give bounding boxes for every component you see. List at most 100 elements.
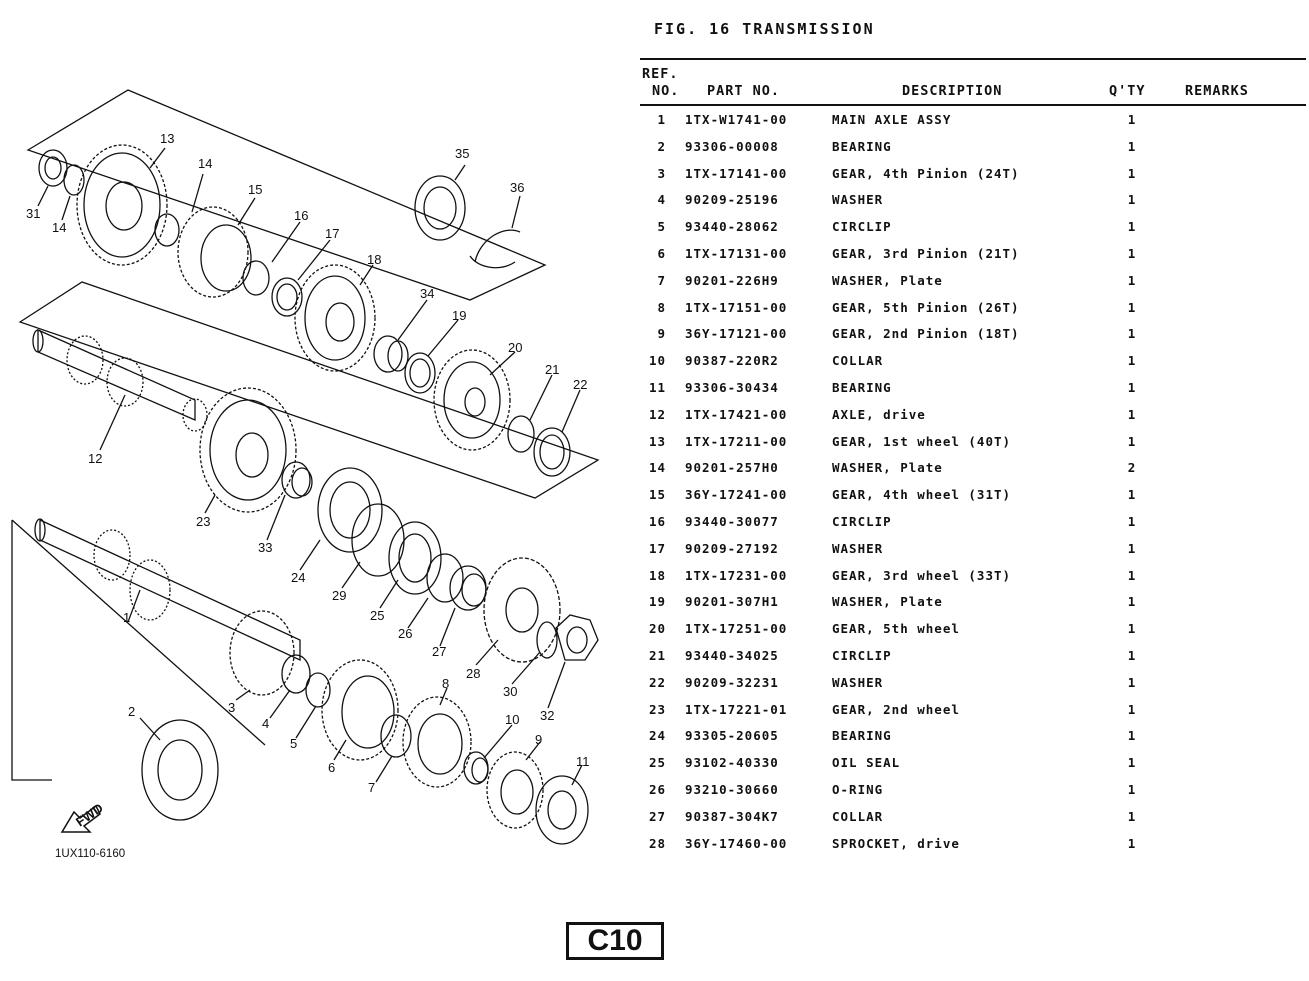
description: GEAR, 5th wheel [832, 621, 960, 637]
callout: 15 [248, 182, 262, 197]
callout: 1 [123, 610, 130, 625]
quantity: 1 [1127, 808, 1137, 824]
part-22-washer [533, 427, 571, 477]
description: GEAR, 5th Pinion (26T) [832, 299, 1020, 315]
description: COLLAR [832, 353, 884, 369]
part-28-sprocket [483, 557, 561, 663]
part-19-washer [404, 352, 436, 394]
part-12-axle [37, 328, 196, 421]
callout: 9 [535, 732, 542, 747]
part-35-bearing [414, 175, 466, 241]
quantity: 1 [1127, 326, 1137, 342]
quantity: 1 [1127, 701, 1137, 717]
description: BEARING [832, 379, 892, 395]
part-5-circlip [305, 672, 331, 708]
part-9-gear [486, 751, 544, 829]
part-31-nut [555, 614, 599, 661]
part-no: 1TX-17221-01 [685, 701, 788, 717]
description: BEARING [832, 138, 892, 154]
quantity: 1 [1127, 219, 1137, 235]
callout: 36 [510, 180, 524, 195]
callout: 34 [420, 286, 434, 301]
parts-table: REF. NO. PART NO. DESCRIPTION Q'TY REMAR… [640, 58, 1306, 856]
ref-no: 22 [648, 674, 666, 690]
ref-no: 4 [657, 192, 666, 208]
quantity: 1 [1127, 433, 1137, 449]
quantity: 1 [1127, 379, 1137, 395]
part-no: 90387-220R2 [685, 353, 779, 369]
part-no: 90209-32231 [685, 674, 779, 690]
callout: 21 [545, 362, 559, 377]
callout: 31 [26, 206, 40, 221]
callout: 28 [466, 666, 480, 681]
part-no: 90201-226H9 [685, 272, 779, 288]
header-ref-1: REF. [642, 66, 679, 82]
quantity: 1 [1127, 755, 1137, 771]
table-row: 13 1TX-17211-00 GEAR, 1st wheel (40T) 1 [640, 428, 1306, 455]
part-30-lockwasher [536, 621, 558, 659]
part-15-gear [177, 206, 249, 298]
table-row: 22 90209-32231 WASHER 1 [640, 669, 1306, 696]
ref-no: 19 [648, 594, 666, 610]
figure-title: FIG. 16 TRANSMISSION [654, 20, 875, 38]
part-no: 93210-30660 [685, 781, 779, 797]
description: GEAR, 3rd wheel (33T) [832, 567, 1012, 583]
part-no: 90209-25196 [685, 192, 779, 208]
callout: 18 [367, 252, 381, 267]
quantity: 1 [1127, 272, 1137, 288]
description: CIRCLIP [832, 647, 892, 663]
quantity: 1 [1127, 647, 1137, 663]
part-no: 1TX-17421-00 [685, 406, 788, 422]
part-no: 1TX-17141-00 [685, 165, 788, 181]
description: GEAR, 2nd wheel [832, 701, 960, 717]
ref-no: 5 [657, 219, 666, 235]
part-no: 90201-307H1 [685, 594, 779, 610]
quantity: 1 [1127, 835, 1137, 851]
quantity: 1 [1127, 112, 1137, 127]
description: GEAR, 3rd Pinion (21T) [832, 245, 1020, 261]
part-33-collar [281, 461, 311, 499]
panel-drive-axle [18, 281, 600, 499]
quantity: 1 [1127, 192, 1137, 208]
part-24-bearing [317, 467, 383, 553]
ref-no: 7 [657, 272, 666, 288]
part-14b-washer [154, 213, 180, 247]
callout: 11 [576, 754, 590, 769]
callout: 17 [325, 226, 339, 241]
callout: 24 [291, 570, 305, 585]
header-qty: Q'TY [1109, 83, 1146, 99]
callout: 12 [88, 451, 102, 466]
ref-no: 13 [648, 433, 666, 449]
part-no: 1TX-17211-00 [685, 433, 788, 449]
description: GEAR, 4th wheel (31T) [832, 487, 1012, 503]
part-32-bearing [38, 149, 68, 187]
description: GEAR, 1st wheel (40T) [832, 433, 1012, 449]
part-no: 90209-27192 [685, 540, 779, 556]
quantity: 2 [1127, 460, 1137, 476]
quantity: 1 [1127, 406, 1137, 422]
part-1-mainaxle [39, 518, 301, 662]
ref-no: 28 [648, 835, 666, 851]
description: AXLE, drive [832, 406, 926, 422]
quantity: 1 [1127, 621, 1137, 637]
quantity: 1 [1127, 728, 1137, 744]
ref-no: 27 [648, 808, 666, 824]
quantity: 1 [1127, 674, 1137, 690]
description: WASHER [832, 192, 884, 208]
part-no: 93102-40330 [685, 755, 779, 771]
part-no: 90201-257H0 [685, 460, 779, 476]
ref-no: 25 [648, 755, 666, 771]
header-description: DESCRIPTION [902, 83, 1003, 99]
part-8-gear [402, 696, 472, 788]
part-no: 1TX-17231-00 [685, 567, 788, 583]
description: WASHER [832, 674, 884, 690]
callout: 2 [128, 704, 135, 719]
description: CIRCLIP [832, 513, 892, 529]
